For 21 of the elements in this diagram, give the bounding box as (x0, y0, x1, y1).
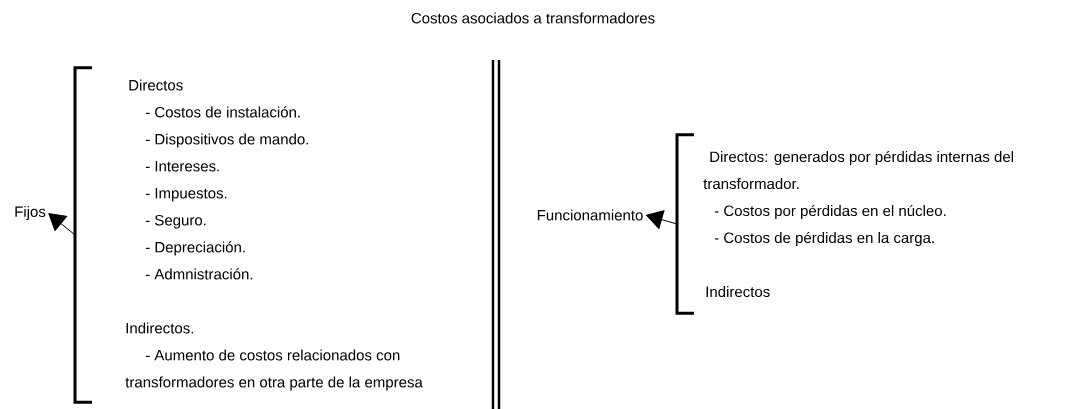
category-label: Fijos (15, 206, 46, 220)
list-item: - Costos por pérdidas en el núcleo. (714, 204, 946, 220)
list-item: - Impuestos. (145, 188, 227, 202)
bracket-group (675, 133, 1013, 315)
list-item: - Depreciación. (145, 241, 245, 256)
title: Costos asociados a transformadores (411, 12, 655, 24)
list-item: - Costos de pérdidas en la carga. (714, 231, 934, 247)
arrow (646, 210, 678, 229)
list-item: - Admnistración. (145, 268, 253, 280)
bracket-group (73, 66, 423, 404)
heading-text: Indirectos (706, 286, 770, 298)
category-label: Funcionamiento (537, 209, 643, 221)
heading-text: Indirectos. (126, 322, 194, 334)
arrow (48, 213, 76, 236)
list-item: - Costos de instalación. (145, 106, 300, 118)
heading-text: Directos (129, 79, 183, 91)
list-item: - Seguro. (145, 214, 206, 229)
list-item: - Intereses. (145, 161, 219, 172)
list-item: - Aumento de costos relacionados con transformadores en otra parte de la empresa (125, 349, 423, 391)
paragraph-text: Directos: generados por pérdidas internas del transformador. (703, 150, 1013, 190)
list-item: - Dispositivos de mando. (145, 133, 309, 148)
